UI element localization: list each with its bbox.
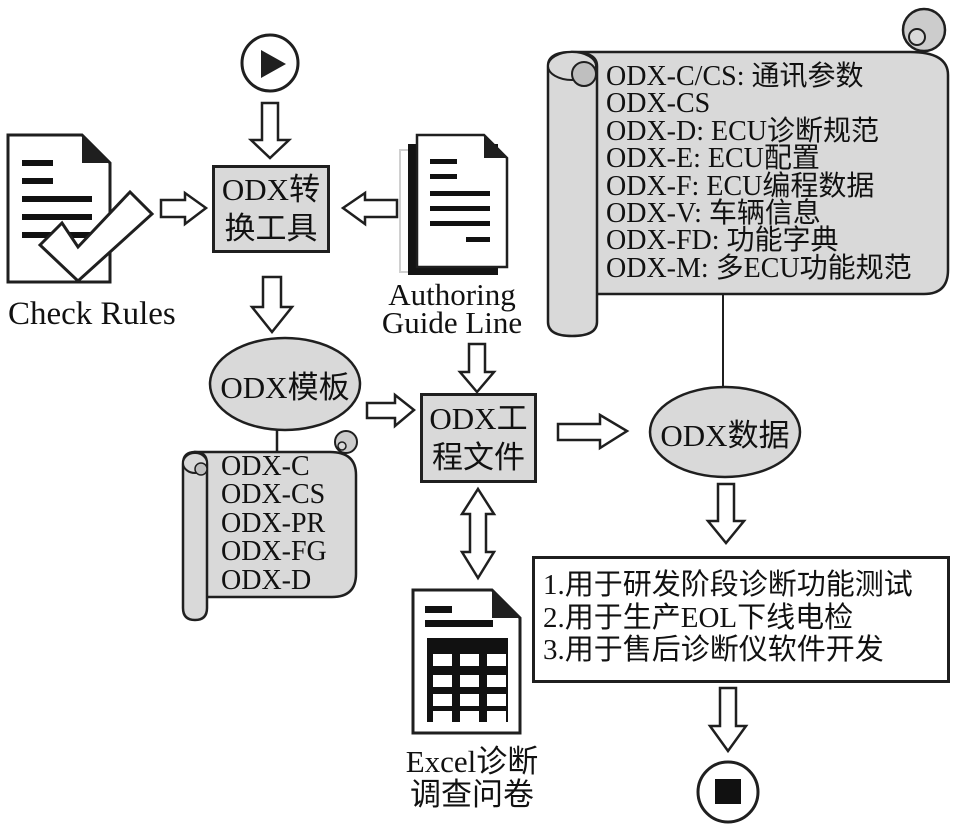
odx-converter-line1: ODX转 (221, 172, 321, 207)
odx-template-file-item: ODX-FG (221, 536, 327, 568)
odx-categories-list: ODX-C/CS: 通讯参数 ODX-CS ODX-D: ECU诊断规范 ODX… (606, 61, 912, 284)
arrow-authoring-to-project (457, 342, 497, 394)
play-icon (240, 33, 300, 93)
excel-label-line1: Excel诊断 (405, 744, 539, 779)
odx-template-scroll-shape (181, 430, 358, 622)
odx-template-ellipse-label: ODX模板 (220, 369, 350, 405)
odx-category-item: ODX-FD: 功能字典 (606, 225, 839, 257)
arrow-authoring-to-converter (340, 190, 399, 227)
odx-project-line1: ODX工 (429, 401, 528, 436)
odx-project-file-box: ODX工 程文件 (420, 393, 537, 483)
arrow-project-to-data (556, 412, 630, 451)
odx-project-line2: 程文件 (432, 440, 525, 475)
odx-usage-item: 1.用于研发阶段诊断功能测试 (543, 569, 913, 601)
arrow-converter-to-template (249, 275, 295, 335)
odx-template-file-item: ODX-C (221, 451, 310, 482)
odx-category-item: ODX-C/CS: 通讯参数 (606, 61, 864, 92)
odx-category-item: ODX-M: 多ECU功能规范 (606, 252, 912, 284)
odx-data-ellipse-shape (648, 385, 802, 479)
arrow-play-to-converter (247, 101, 293, 160)
odx-converter-line2: 换工具 (224, 211, 318, 246)
odx-usage-item: 2.用于生产EOL下线电检 (543, 601, 854, 634)
authoring-label-line2: Guide Line (381, 305, 523, 340)
odx-usage-item: 3.用于售后诊断仪软件开发 (543, 634, 884, 666)
spreadsheet-document-icon (411, 588, 522, 735)
odx-template-file-list: ODX-C ODX-CS ODX-PR ODX-FG ODX-D (221, 451, 327, 596)
odx-category-item: ODX-F: ECU编程数据 (606, 170, 875, 202)
arrow-data-to-usage (705, 482, 747, 545)
odx-template-file-item: ODX-D (221, 564, 312, 596)
document-stack-icon (399, 133, 509, 275)
document-checkmark-icon (6, 133, 155, 284)
odx-category-item: ODX-E: ECU配置 (606, 143, 820, 175)
odx-template-file-item: ODX-PR (221, 507, 326, 539)
check-rules-label: Check Rules (8, 296, 176, 332)
arrow-checkrules-to-converter (159, 190, 209, 227)
excel-questionnaire-label: Excel诊断 调查问卷 (398, 745, 546, 811)
odx-category-item: ODX-CS (606, 88, 711, 120)
odx-categories-scroll-shape (546, 7, 950, 338)
excel-label-line2: 调查问卷 (410, 777, 534, 812)
odx-data-ellipse-label: ODX数据 (660, 417, 790, 453)
odx-usage-box: 1.用于研发阶段诊断功能测试 2.用于生产EOL下线电检 3.用于售后诊断仪软件… (532, 556, 950, 683)
odx-category-item: ODX-V: 车辆信息 (606, 198, 821, 230)
authoring-guide-line-label: Authoring Guide Line (378, 277, 526, 340)
arrow-template-to-project (365, 392, 416, 429)
odx-template-file-item: ODX-CS (221, 479, 326, 511)
authoring-label-line1: Authoring (388, 277, 516, 312)
stop-icon (696, 760, 760, 824)
arrow-usage-to-stop (707, 686, 749, 754)
arrow-project-excel-bidirectional (459, 486, 497, 581)
odx-template-ellipse-shape (208, 336, 362, 432)
odx-converter-box: ODX转 换工具 (212, 165, 330, 253)
odx-category-item: ODX-D: ECU诊断规范 (606, 115, 879, 147)
